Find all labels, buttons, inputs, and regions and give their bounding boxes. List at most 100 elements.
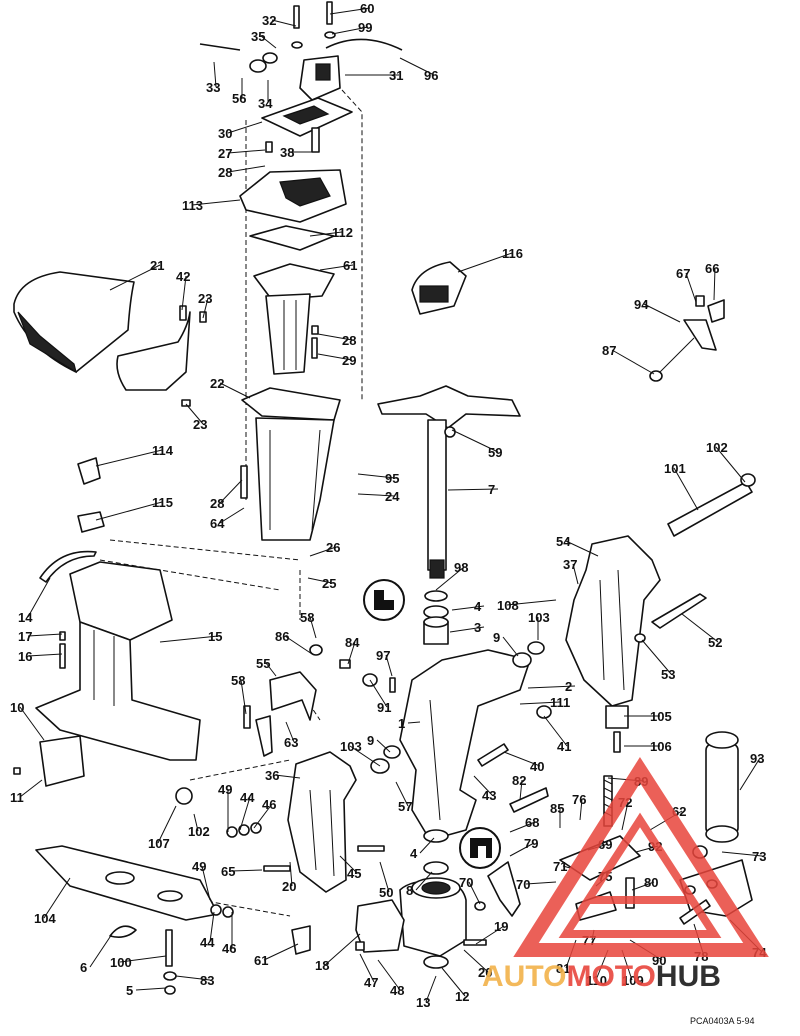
trim-cylinder [679, 731, 753, 925]
part-callout-31: 31 [389, 68, 403, 83]
part-callout-6: 6 [80, 960, 87, 975]
part-callout-61: 61 [254, 953, 268, 968]
part-callout-32: 32 [262, 13, 276, 28]
part-callout-80: 80 [644, 875, 658, 890]
leader-line [331, 26, 369, 35]
part-callout-53: 53 [661, 667, 675, 682]
part-callout-47: 47 [364, 975, 378, 990]
bushings [423, 590, 449, 645]
part-callout-14: 14 [18, 610, 33, 625]
part-callout-113: 113 [182, 198, 203, 213]
leader-line [227, 121, 263, 134]
part-callout-4: 4 [474, 599, 482, 614]
leader-line [715, 446, 746, 483]
part-callout-28: 28 [210, 496, 224, 511]
part-callout-52: 52 [708, 635, 722, 650]
leader-line [209, 911, 215, 943]
part-callout-5: 5 [126, 983, 133, 998]
part-callout-54: 54 [556, 534, 571, 549]
part-callout-76: 76 [572, 792, 586, 807]
part-callout-58: 58 [300, 610, 314, 625]
leader-line [475, 925, 505, 945]
part-callout-44: 44 [240, 790, 255, 805]
leader-line [181, 275, 187, 311]
part-callout-79: 79 [524, 836, 538, 851]
part-callout-10: 10 [10, 700, 24, 715]
leader-line [329, 7, 371, 15]
lower-cover [35, 845, 219, 995]
leader-line [227, 149, 266, 154]
leader-line [324, 933, 361, 966]
leader-line [525, 881, 557, 885]
leader-line [317, 333, 353, 341]
stern-bracket [565, 535, 707, 707]
leader-line [271, 19, 297, 27]
leader-line [457, 252, 513, 273]
part-callout-58: 58 [231, 673, 245, 688]
leader-line [219, 382, 251, 399]
leader-line [201, 865, 211, 901]
leader-line [317, 353, 353, 361]
part-callout-67: 67 [676, 266, 690, 281]
part-callout-15: 15 [208, 629, 222, 644]
part-callout-38: 38 [280, 145, 294, 160]
leader-line [468, 881, 481, 905]
leader-line [419, 837, 435, 854]
part-callout-108: 108 [497, 598, 519, 613]
part-callout-83: 83 [200, 973, 214, 988]
part-callout-100: 100 [110, 955, 132, 970]
part-callout-86: 86 [275, 629, 289, 644]
part-callout-75: 75 [598, 869, 612, 884]
leader-line [230, 869, 263, 872]
leader-line [451, 429, 499, 453]
part-callout-110: 110 [586, 973, 607, 988]
leader-line [377, 959, 401, 991]
part-callout-112: 112 [332, 225, 353, 240]
part-callout-72: 72 [618, 795, 632, 810]
leader-line [643, 303, 681, 323]
steering-arm [377, 385, 521, 579]
leader-line [213, 61, 217, 88]
part-callout-114: 114 [152, 443, 174, 458]
leader-line [399, 57, 435, 76]
leader-line [357, 473, 396, 479]
leader-line [685, 272, 697, 303]
part-callout-13: 13 [416, 995, 430, 1010]
part-callout-74: 74 [752, 945, 767, 960]
part-callout-1: 1 [398, 716, 405, 731]
part-callout-105: 105 [650, 709, 672, 724]
leader-line [713, 267, 716, 301]
leader-line [527, 685, 576, 689]
part-callout-63: 63 [284, 735, 298, 750]
part-callout-59: 59 [488, 445, 502, 460]
leader-line [89, 933, 113, 968]
top-hardware [199, 1, 403, 101]
shift-parts [411, 261, 725, 382]
part-callout-96: 96 [424, 68, 438, 83]
part-callout-21: 21 [150, 258, 164, 273]
part-callout-103: 103 [340, 739, 362, 754]
leader-line [285, 721, 295, 743]
part-callout-20: 20 [282, 879, 296, 894]
leader-line [463, 949, 489, 973]
part-callout-73: 73 [752, 849, 766, 864]
part-callout-26: 26 [326, 540, 340, 555]
part-callout-48: 48 [390, 983, 404, 998]
part-callout-104: 104 [34, 911, 56, 926]
leader-line [175, 975, 211, 981]
leader-line [43, 877, 71, 919]
part-callout-28: 28 [342, 333, 356, 348]
part-callout-44: 44 [200, 935, 215, 950]
leader-line [425, 975, 437, 1003]
leader-line [641, 639, 672, 675]
leader-line [263, 943, 299, 961]
leader-line [219, 479, 243, 504]
leader-line [447, 488, 499, 491]
leader-line [379, 861, 390, 893]
drawing-code: PCA0403A 5-94 [690, 1016, 755, 1026]
leader-line [347, 641, 356, 665]
part-callout-68: 68 [525, 815, 539, 830]
leader-line [473, 775, 493, 796]
part-callout-71: 71 [553, 859, 567, 874]
